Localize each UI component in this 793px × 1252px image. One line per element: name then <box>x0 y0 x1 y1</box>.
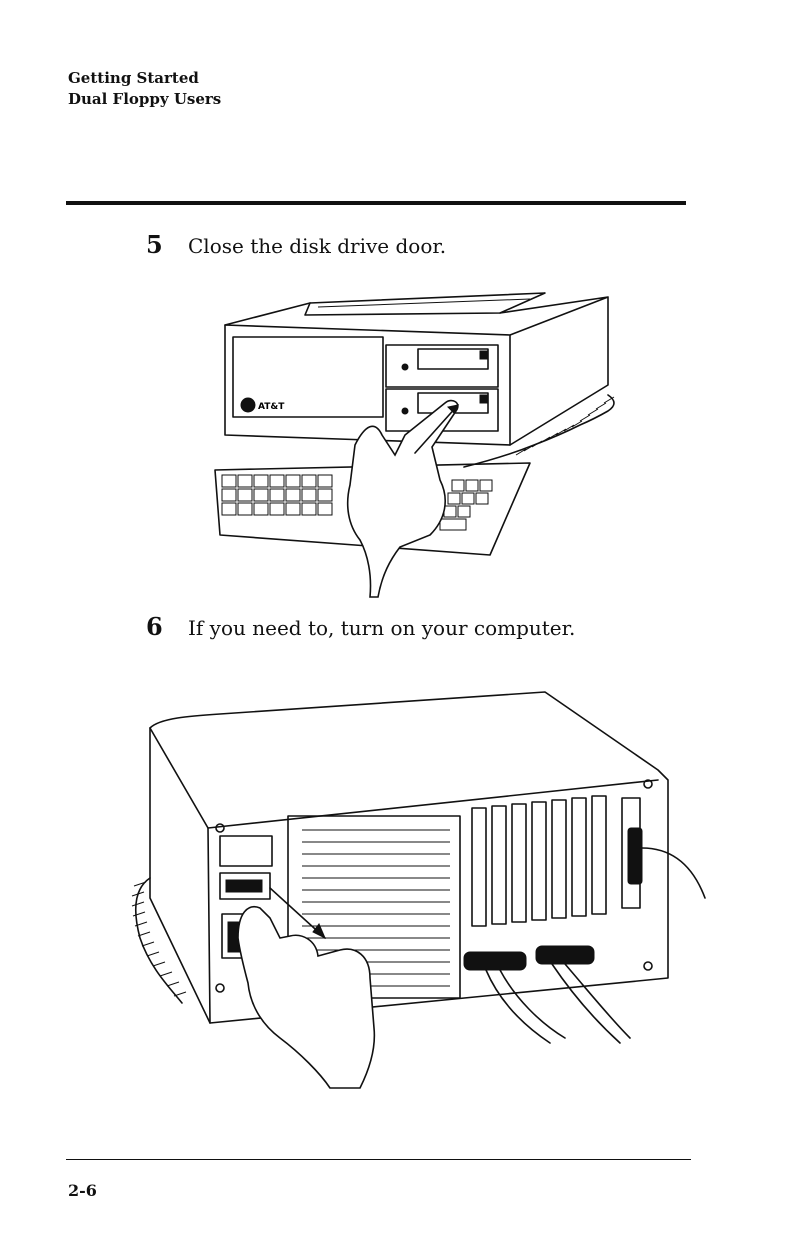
system-unit-front <box>225 325 510 445</box>
port-connector-right <box>536 946 594 964</box>
page-number: 2-6 <box>68 1181 97 1200</box>
step-6: 6 If you need to, turn on your computer. <box>146 612 575 641</box>
hand-icon <box>238 907 374 1088</box>
drive-a-light <box>480 351 488 359</box>
expansion-slots <box>472 796 640 926</box>
att-globe-icon <box>241 398 255 412</box>
cable-left <box>486 970 565 1043</box>
close-drive-door-illustration: AT&T <box>200 285 640 610</box>
side-connector <box>628 828 642 884</box>
header-section-title: Getting Started <box>68 68 221 89</box>
header-rule <box>66 201 686 205</box>
cable-right <box>552 964 630 1043</box>
header-subsection-title: Dual Floppy Users <box>68 89 221 110</box>
coiled-cord <box>136 878 182 1003</box>
running-header: Getting Started Dual Floppy Users <box>68 68 221 110</box>
port-connector-left <box>464 952 526 970</box>
system-unit-top <box>225 297 608 445</box>
step-5: 5 Close the disk drive door. <box>146 230 446 259</box>
hand-icon <box>348 401 458 597</box>
side-cable <box>642 848 705 898</box>
power-switch-illustration <box>120 688 710 1108</box>
power-supply-vent <box>220 836 272 866</box>
step-instruction: Close the disk drive door. <box>188 234 446 258</box>
step-instruction: If you need to, turn on your computer. <box>188 616 575 640</box>
drive-b-light <box>480 395 488 403</box>
footer-rule <box>66 1159 691 1160</box>
system-unit-rear <box>150 692 668 1023</box>
att-logo-text: AT&T <box>258 402 285 412</box>
step-number: 6 <box>146 612 188 641</box>
step-number: 5 <box>146 230 188 259</box>
